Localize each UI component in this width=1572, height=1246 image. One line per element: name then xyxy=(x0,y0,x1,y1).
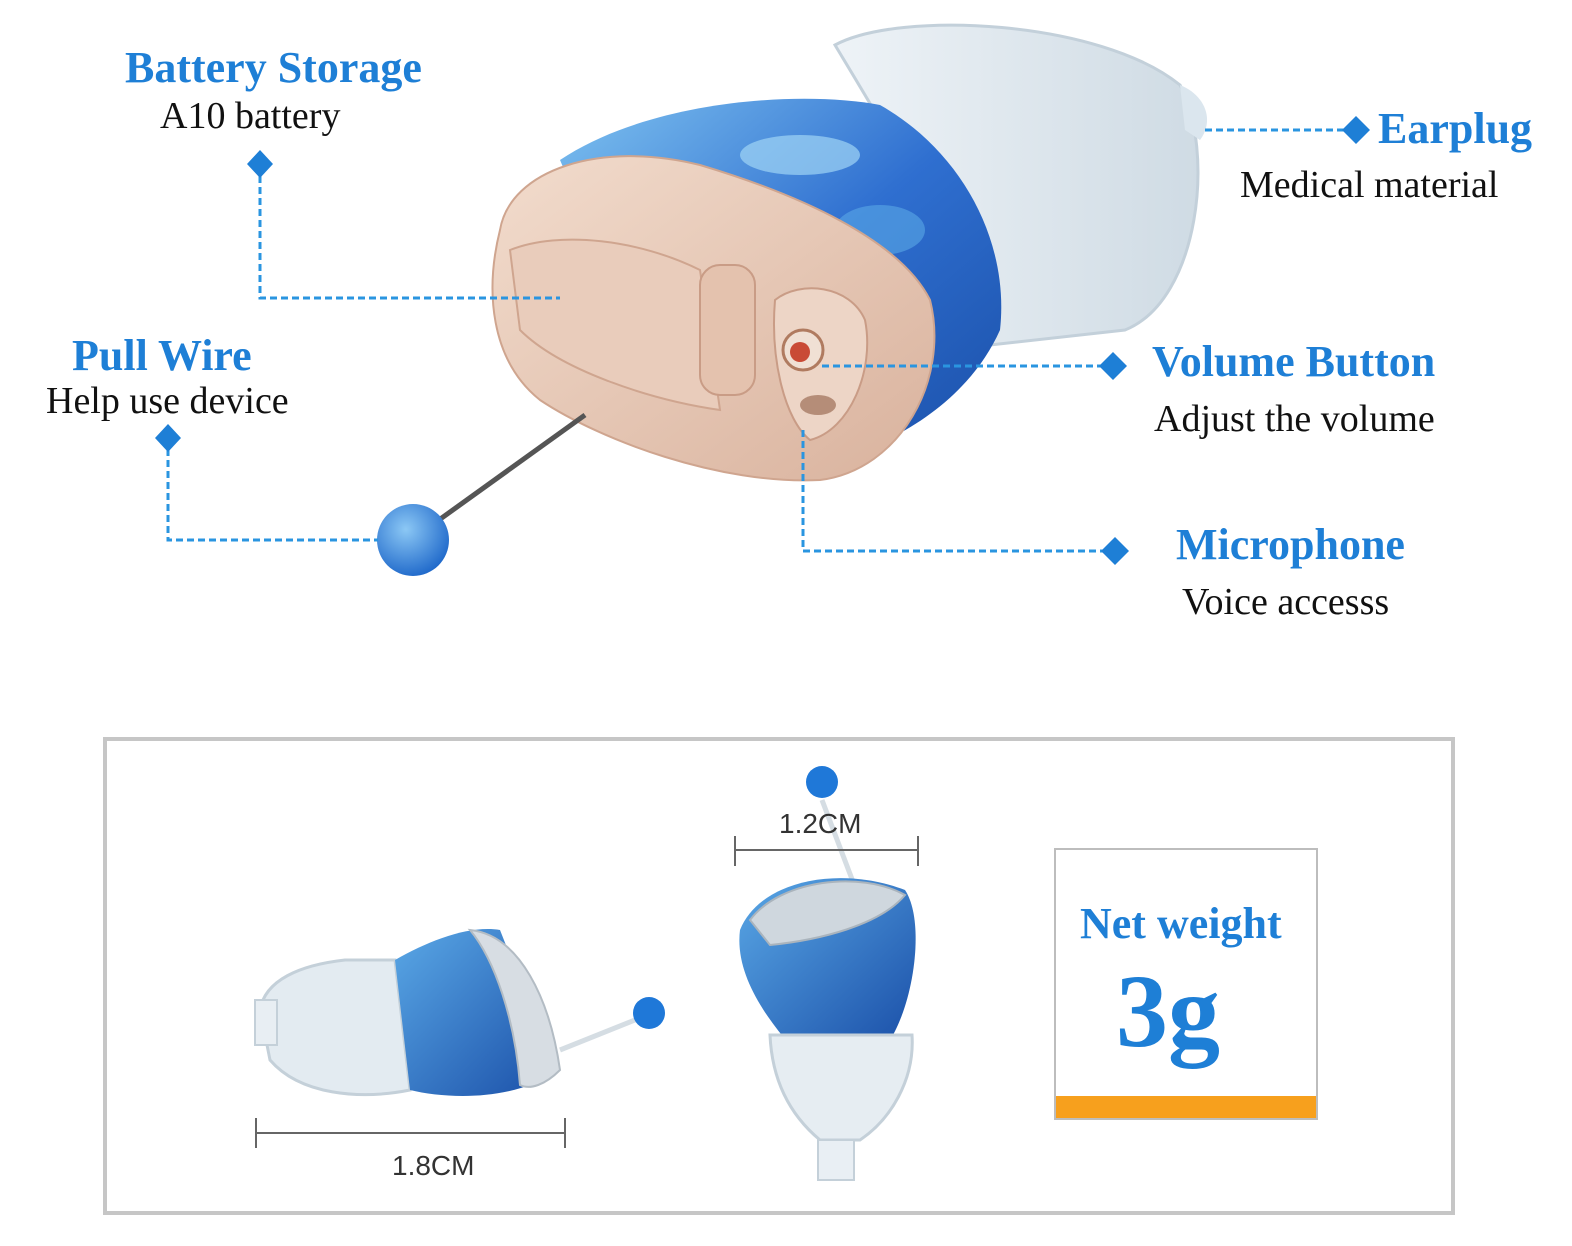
earplug-title: Earplug xyxy=(1378,104,1533,153)
battery-storage-title: Battery Storage xyxy=(125,43,422,92)
earplug-marker-icon xyxy=(1342,116,1370,144)
battery-storage-desc: A10 battery xyxy=(160,95,341,137)
net-weight-card: Net weight 3g xyxy=(1054,848,1318,1120)
battery-marker-icon xyxy=(247,150,273,178)
pull-wire-ball xyxy=(377,504,449,576)
microphone-leader-line xyxy=(801,430,1112,553)
volume-knob xyxy=(781,328,825,372)
length-dimension-label: 1.8CM xyxy=(392,1150,475,1181)
microphone-title: Microphone xyxy=(1176,520,1405,569)
pull-wire-marker-icon xyxy=(155,424,181,452)
weight-accent-bar xyxy=(1056,1096,1316,1118)
earplug-desc: Medical material xyxy=(1240,164,1499,206)
pull-wire-leader-line xyxy=(166,438,378,542)
microphone-desc: Voice accesss xyxy=(1182,581,1390,623)
width-dimension-label: 1.2CM xyxy=(779,808,862,839)
dimensions-panel xyxy=(103,737,1455,1215)
pull-wire-desc: Help use device xyxy=(46,380,289,422)
net-weight-label: Net weight xyxy=(1080,899,1282,948)
battery-leader-line xyxy=(258,165,560,300)
volume-button-title: Volume Button xyxy=(1152,337,1436,386)
pull-wire-title: Pull Wire xyxy=(72,331,252,380)
microphone-port xyxy=(800,395,836,415)
net-weight-value: 3g xyxy=(1116,954,1220,1069)
volume-marker-icon xyxy=(1099,352,1127,380)
hearing-aid-diagram xyxy=(155,23,1370,576)
microphone-marker-icon xyxy=(1101,537,1129,565)
volume-button-desc: Adjust the volume xyxy=(1154,398,1435,440)
pull-wire xyxy=(423,412,587,533)
